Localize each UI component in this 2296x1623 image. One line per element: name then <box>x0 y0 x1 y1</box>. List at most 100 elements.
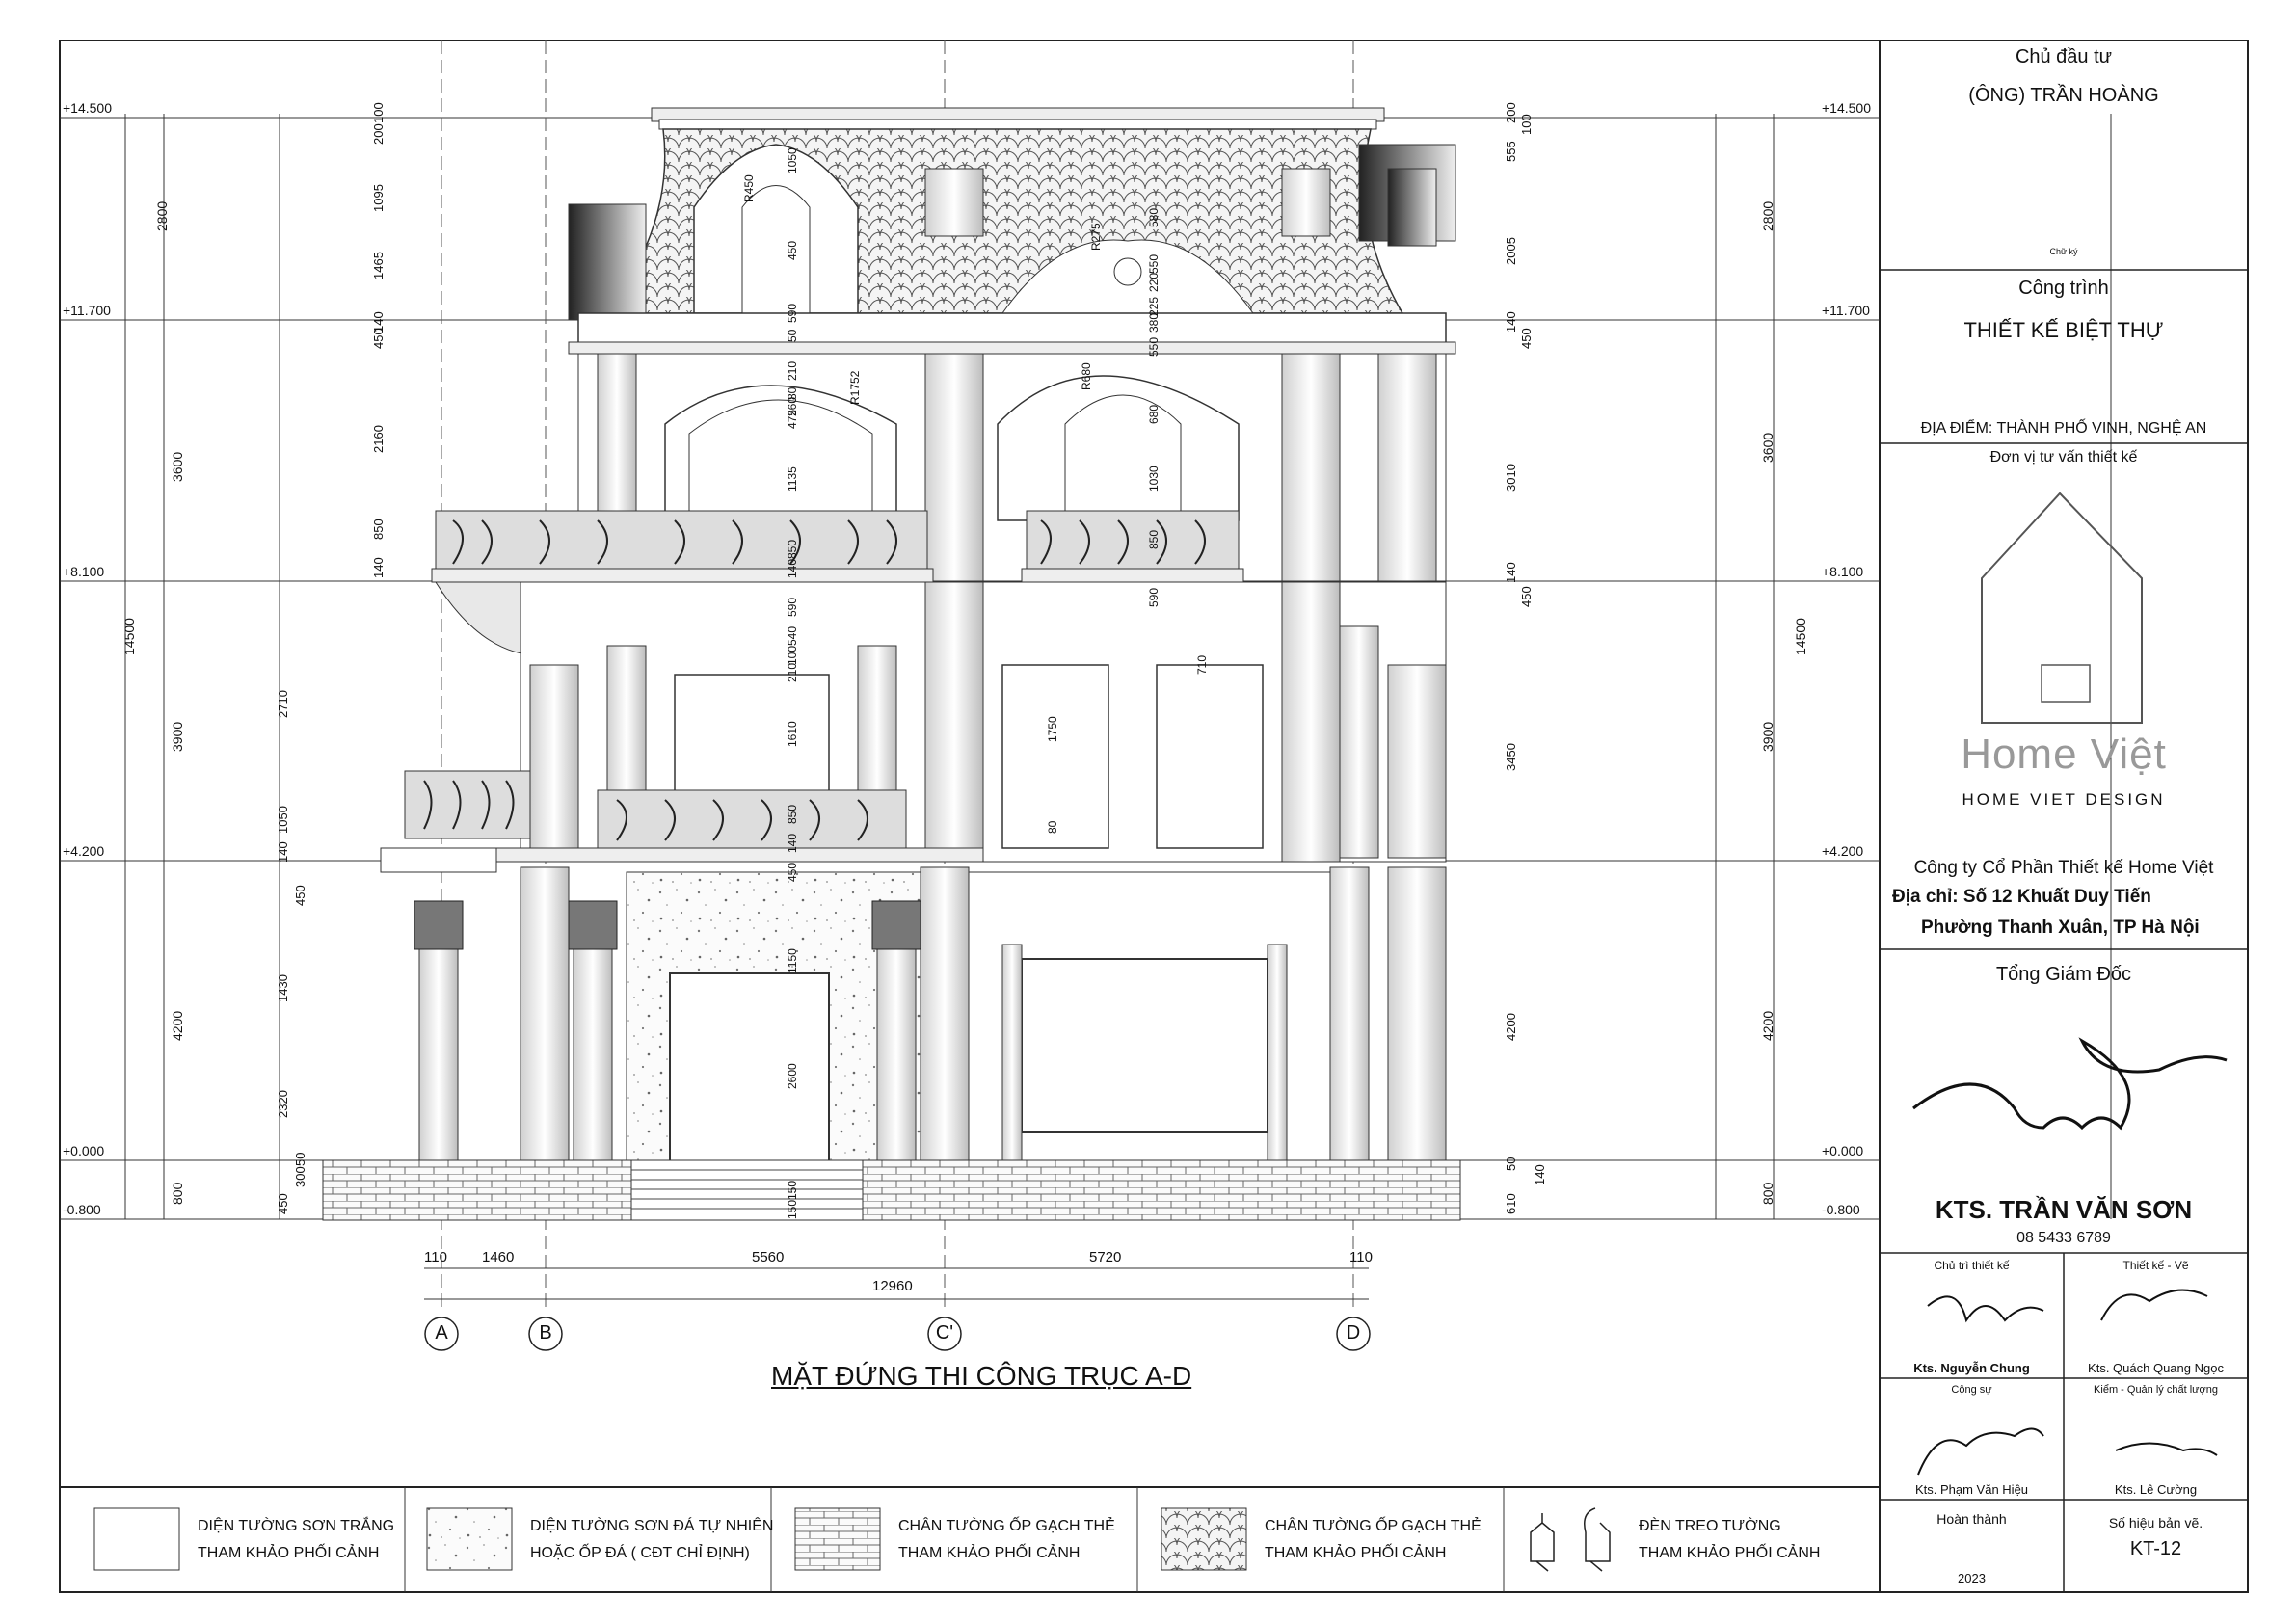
dimension-text: 50 <box>293 1152 307 1166</box>
dimension-text: 210 <box>786 662 799 682</box>
project-name: THIẾT KẾ BIỆT THỰ <box>1963 318 2164 342</box>
dimension-text: 3900 <box>1760 721 1775 752</box>
dimension-text: 850 <box>371 519 386 540</box>
level-label: +8.100 <box>63 564 105 579</box>
dimension-text: 1750 <box>1046 716 1059 742</box>
bottom-dimension-text: 5560 <box>752 1249 785 1265</box>
sheet-label: Số hiệu bản vẽ. <box>2108 1515 2203 1530</box>
dimension-text: 540 <box>786 625 799 646</box>
dimension-text: 140 <box>1533 1164 1547 1185</box>
dimension-text: 450 <box>371 328 386 349</box>
dimension-text: 100 <box>371 102 386 123</box>
dimension-text: 14500 <box>1793 618 1808 655</box>
white-wall-swatch <box>93 1507 180 1571</box>
dimension-text: 610 <box>1504 1193 1518 1214</box>
legend-dividers <box>404 1487 1505 1592</box>
level-label: -0.800 <box>1822 1202 1860 1217</box>
dimension-text: 550 <box>1147 253 1161 274</box>
dimension-text: 450 <box>276 1193 290 1214</box>
signature-label: Chữ ký <box>2049 247 2078 256</box>
dimension-text: 1135 <box>786 466 799 492</box>
dimension-text: 850 <box>1147 529 1161 549</box>
dimension-text: 450 <box>786 240 799 260</box>
dimension-text: 800 <box>1760 1182 1775 1205</box>
second-floor <box>431 353 1447 583</box>
plinth <box>322 1159 1461 1221</box>
director-phone: 08 5433 6789 <box>2016 1230 2111 1246</box>
bottom-dimension-text: 110 <box>1349 1249 1373 1265</box>
lead-signature <box>1927 1295 2044 1323</box>
brick-swatch <box>794 1507 881 1571</box>
collab-signature <box>1917 1427 2044 1476</box>
dimension-text: 200 <box>1504 102 1518 123</box>
home-logo-icon <box>1981 492 2143 724</box>
sheet-number: KT-12 <box>2129 1538 2182 1559</box>
dimension-text: 850 <box>786 539 799 559</box>
axis-label-d: D <box>1346 1322 1361 1344</box>
lead-name: Kts. Nguyễn Chung <box>1913 1361 2030 1375</box>
dimension-text: 140 <box>786 833 799 853</box>
dimension-text: 550 <box>1147 336 1161 357</box>
project-label: Công trình <box>2018 278 2109 299</box>
ground-floor <box>380 847 1447 1162</box>
level-label: +14.500 <box>1822 100 1871 116</box>
design-label: Thiết kế - Vẽ <box>2122 1259 2189 1272</box>
qc-signature <box>2115 1442 2218 1456</box>
dimension-text: 475 <box>786 409 799 429</box>
first-floor <box>385 581 1447 863</box>
level-label: +8.100 <box>1822 564 1864 579</box>
level-label: +0.000 <box>1822 1143 1864 1158</box>
level-label: -0.800 <box>63 1202 101 1217</box>
logo-subtitle: HOME VIET DESIGN <box>1962 790 2166 809</box>
dimension-text: 1030 <box>1147 466 1161 492</box>
dimension-text: 850 <box>786 804 799 824</box>
complete-label: Hoàn thành <box>1936 1511 2007 1527</box>
dimension-text: 140 <box>786 558 799 578</box>
level-label: +4.200 <box>63 843 105 859</box>
dimension-text: 50 <box>1504 1157 1518 1171</box>
director-signature <box>1912 1037 2228 1131</box>
design-name: Kts. Quách Quang Ngọc <box>2088 1361 2224 1375</box>
consultant-label: Đơn vị tư vấn thiết kế <box>1989 449 2138 466</box>
dimension-text: 140 <box>371 557 386 578</box>
company-name: Công ty Cổ Phần Thiết kế Home Việt <box>1913 858 2214 878</box>
dimension-text: 1150 <box>786 948 799 973</box>
dimension-text: 1610 <box>786 721 799 747</box>
dimension-text: 3900 <box>170 721 185 752</box>
dimension-text: R1752 <box>848 370 862 405</box>
dimension-text: 450 <box>1519 586 1534 607</box>
dimension-text: 150 <box>786 1180 799 1200</box>
dimension-text: 220 <box>1147 272 1161 292</box>
dimension-text: 4200 <box>1760 1010 1775 1041</box>
dimension-text: 140 <box>276 841 290 863</box>
dimension-text: 140 <box>1504 562 1518 583</box>
dimension-text: 380 <box>1147 312 1161 333</box>
level-label: +11.700 <box>63 303 111 318</box>
dimension-text: 80 <box>1046 820 1059 834</box>
dimension-text: 800 <box>170 1182 185 1205</box>
sheet-frame <box>59 40 2249 1593</box>
dimension-text: 50 <box>786 329 799 342</box>
level-label: +4.200 <box>1822 843 1864 859</box>
dimension-text: 140 <box>1504 311 1518 333</box>
dimension-text: 3010 <box>1504 464 1518 492</box>
dimension-text: 2005 <box>1504 237 1518 265</box>
company-address-2: Phường Thanh Xuân, TP Hà Nội <box>1921 918 2200 938</box>
dimension-text: 2320 <box>276 1090 290 1118</box>
title-block-lines <box>1880 269 2248 1592</box>
dimension-text: 2600 <box>786 1063 799 1089</box>
dimension-text: 2710 <box>276 690 290 718</box>
total-width-dimension: 12960 <box>872 1278 913 1294</box>
dimension-text: 14500 <box>121 618 137 655</box>
mansard-roof <box>568 107 1456 321</box>
bottom-dim-lines <box>424 1267 1369 1300</box>
left-dim-lines <box>124 114 2112 1219</box>
dimension-text: 1465 <box>371 252 386 279</box>
scale-tile-swatch <box>1161 1507 1247 1571</box>
company-address-1: Địa chỉ: Số 12 Khuất Duy Tiến <box>1892 887 2151 907</box>
garage-door <box>1021 958 1268 1133</box>
dimension-text: 3600 <box>1760 432 1775 463</box>
qc-label: Kiểm - Quản lý chất lượng <box>2094 1384 2218 1396</box>
